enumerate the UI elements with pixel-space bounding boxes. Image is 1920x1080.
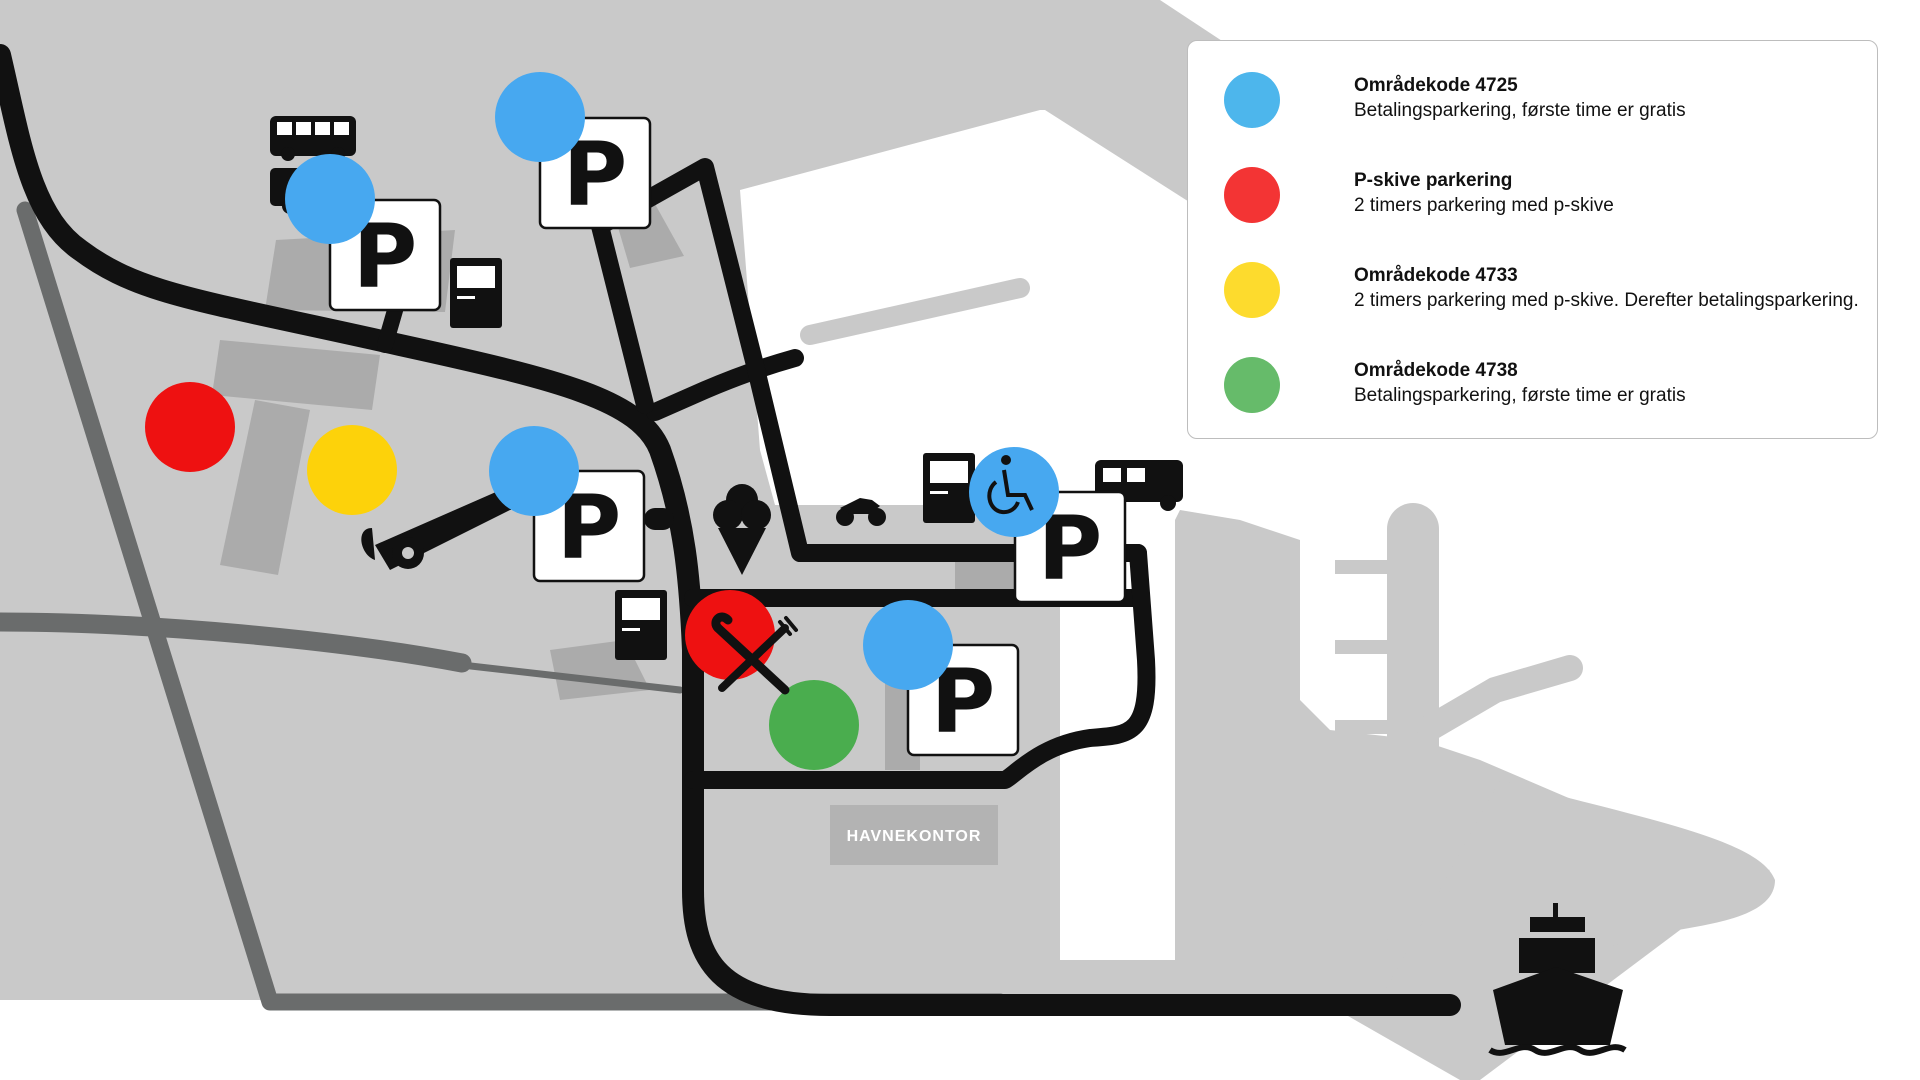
zone-marker-blue (969, 447, 1059, 537)
zone-marker-blue (863, 600, 953, 690)
legend-title: Områdekode 4725 (1354, 75, 1518, 96)
harbour-office-label: HAVNEKONTOR (847, 828, 982, 845)
wheelchair-icon (987, 455, 1034, 515)
zone-marker-red (145, 382, 235, 472)
legend-panel: Områdekode 4725 Betalingsparkering, førs… (1187, 40, 1878, 439)
legend-description: Betalingsparkering, første time er grati… (1354, 100, 1686, 121)
pier (800, 278, 1775, 1015)
legend-title: Områdekode 4738 (1354, 360, 1518, 381)
ship-icon (1488, 903, 1627, 1056)
payment-terminal-icon (450, 258, 502, 328)
legend-item: P-skive parkering 2 timers parkering med… (1224, 166, 1864, 226)
zone-marker-green (769, 680, 859, 770)
legend-dot-blue (1224, 72, 1280, 128)
harbour-office-building (830, 805, 998, 865)
legend-description: 2 timers parkering med p-skive. Derefter… (1354, 290, 1859, 311)
zone-marker-blue (495, 72, 585, 162)
zone-marker-blue (285, 154, 375, 244)
legend-description: 2 timers parkering med p-skive (1354, 195, 1614, 216)
legend-item: Områdekode 4738 Betalingsparkering, førs… (1224, 356, 1864, 416)
legend-description: Betalingsparkering, første time er grati… (1354, 385, 1686, 406)
legend-item: Områdekode 4725 Betalingsparkering, førs… (1224, 71, 1864, 131)
legend-dot-yellow (1224, 262, 1280, 318)
zone-marker-yellow (307, 425, 397, 515)
legend-dot-green (1224, 357, 1280, 413)
motorcycle-icon (836, 498, 886, 526)
bus-icon (270, 116, 356, 161)
legend-title: Områdekode 4733 (1354, 265, 1518, 286)
legend-item: Områdekode 4733 2 timers parkering med p… (1224, 261, 1864, 321)
payment-terminal-icon (615, 590, 667, 660)
legend-title: P-skive parkering (1354, 170, 1513, 191)
legend-dot-red (1224, 167, 1280, 223)
restaurant-icon (711, 612, 798, 695)
payment-terminal-icon (923, 453, 975, 523)
zone-markers (145, 72, 1059, 770)
zone-marker-blue (489, 426, 579, 516)
ice-cream-icon (713, 484, 771, 575)
